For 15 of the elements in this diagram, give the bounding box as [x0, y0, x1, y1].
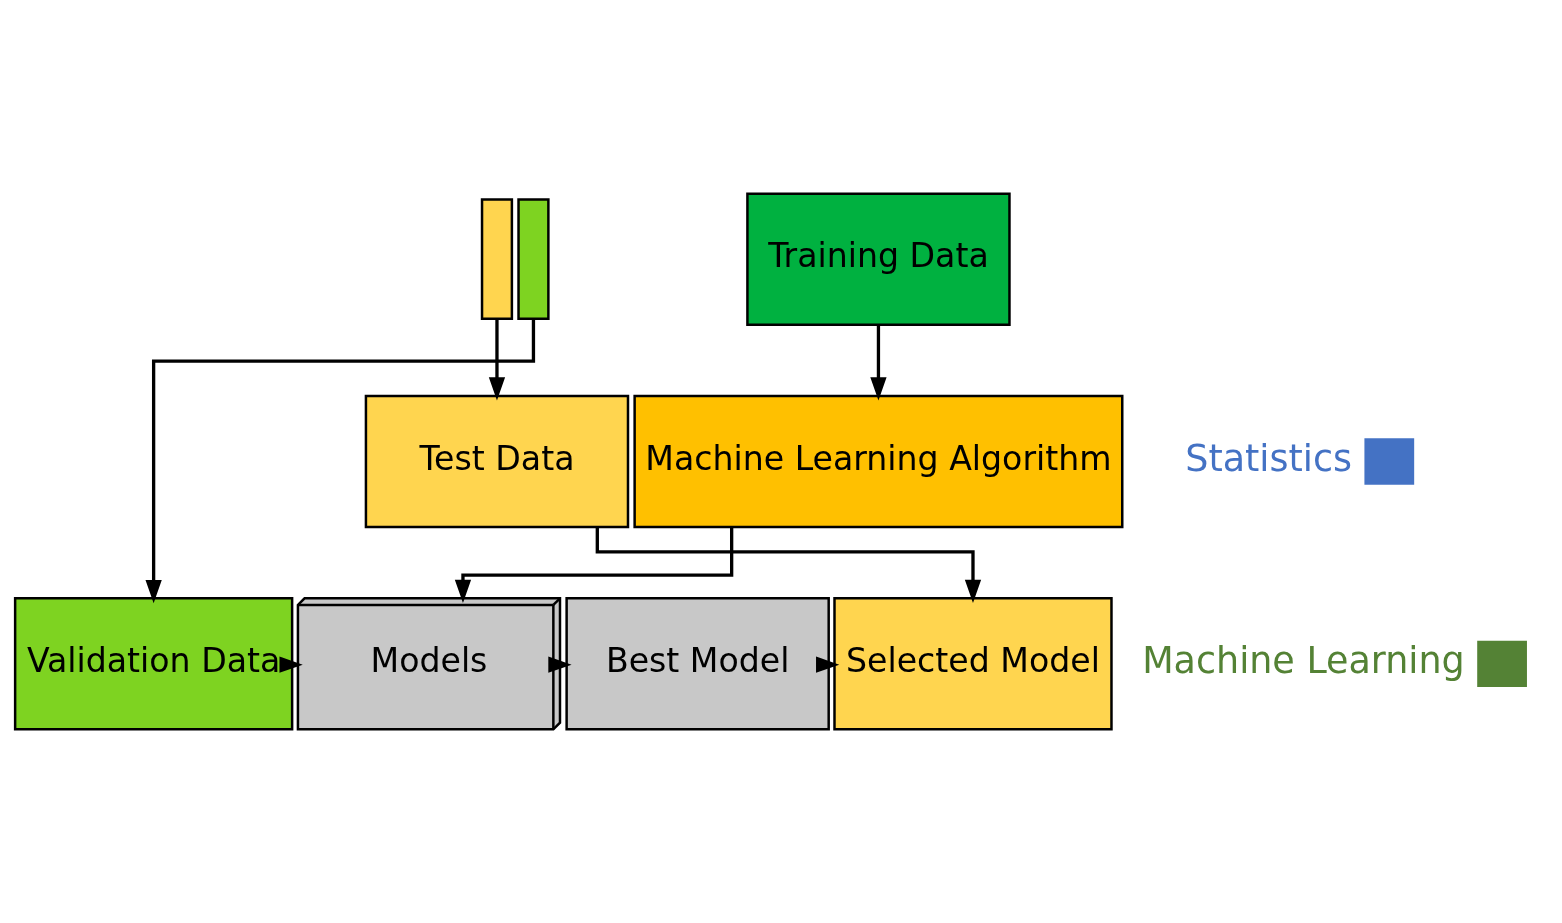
- node-bar: [517, 198, 550, 321]
- arrow: [454, 527, 734, 603]
- node-box: Selected Model: [833, 597, 1113, 731]
- node-box: Test Data: [364, 394, 630, 529]
- arrow: [870, 324, 887, 401]
- node-box: Machine Learning Algorithm: [633, 394, 1124, 529]
- legend-label: Machine Learning: [1142, 639, 1465, 683]
- arrow: [488, 319, 506, 401]
- arrow: [145, 319, 536, 604]
- arrow: [279, 656, 303, 673]
- arrow: [548, 656, 572, 673]
- node-bar: [480, 198, 514, 321]
- arrow: [816, 656, 840, 673]
- node-box: Training Data: [746, 192, 1011, 326]
- legend-label: Statistics: [1185, 436, 1353, 480]
